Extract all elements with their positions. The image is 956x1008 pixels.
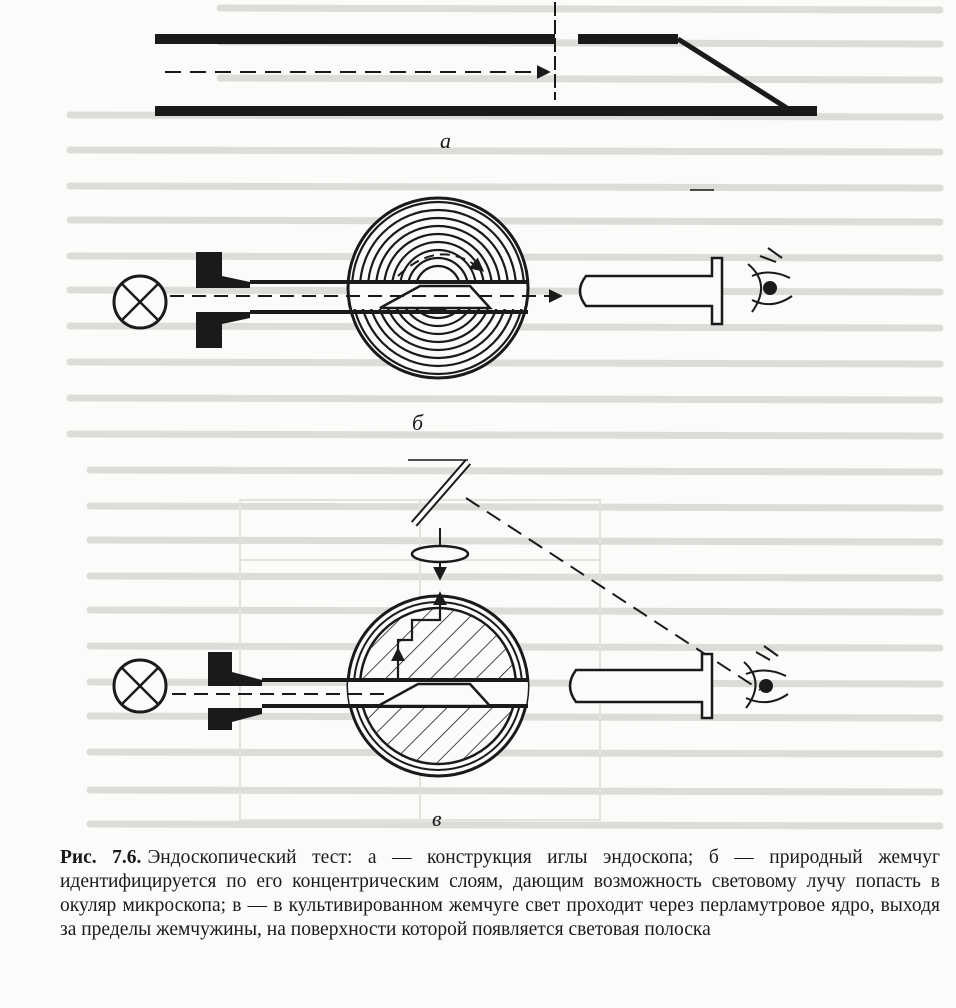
- needle-holder-c: [208, 652, 262, 730]
- needle-upper-wall: [155, 34, 555, 44]
- eye-icon-c: [743, 645, 789, 709]
- reflected-ray-b: [397, 253, 485, 277]
- caption-text: Эндоскопический тест: а — конструкция иг…: [60, 847, 940, 940]
- label-a: а: [440, 128, 451, 153]
- eyepiece-c: [568, 652, 714, 720]
- needle-lower-wall: [155, 106, 817, 116]
- caption-label: Рис. 7.6.: [60, 847, 142, 868]
- label-c: в: [432, 806, 442, 831]
- label-b: б: [412, 410, 424, 435]
- needle-tip-plate: [578, 34, 678, 44]
- cultured-pearl-diagram: [112, 459, 789, 778]
- eyepiece-b: [578, 256, 724, 326]
- reflected-ray-c: [465, 497, 761, 691]
- needle-construction-diagram: [155, 2, 817, 191]
- lens: [410, 544, 470, 564]
- natural-pearl-diagram: [112, 196, 793, 380]
- needle-tip-bevel: [676, 36, 792, 113]
- eye-icon-b: [747, 247, 793, 313]
- needle-holder: [196, 252, 250, 348]
- figure-caption: Рис. 7.6.Эндоскопический тест: а — конст…: [60, 846, 940, 942]
